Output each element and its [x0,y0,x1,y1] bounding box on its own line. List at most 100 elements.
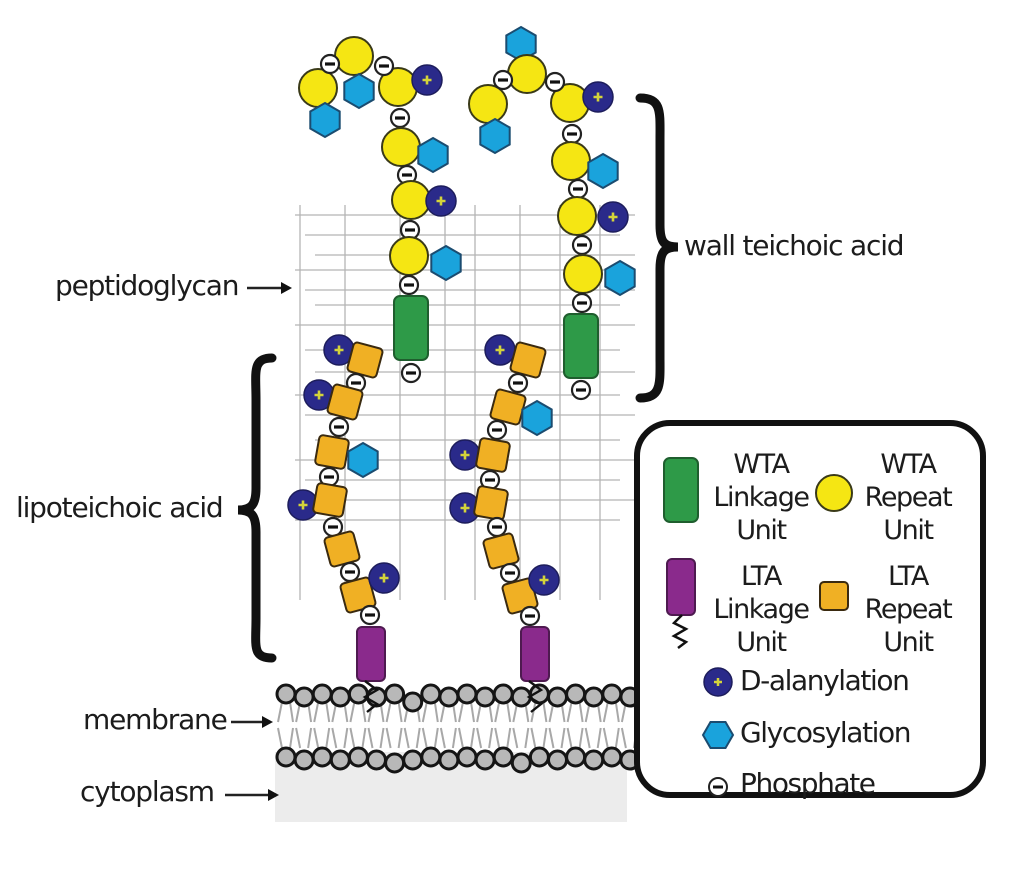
glycosyl [604,260,636,296]
membrane-arrow [231,716,273,728]
wta-linkage-unit [563,313,599,379]
lta-repeat-unit-label: LTA Repeat Unit [858,560,958,659]
d-alanine [367,561,401,595]
phosphate [389,107,411,129]
wta-repeat-unit [507,54,547,94]
lipid-tail [512,727,530,749]
lipid-head [492,683,514,705]
wta-repeat-unit [468,84,508,124]
lipid-tail [277,701,294,723]
lipid-tail [385,727,403,749]
lipid-head [293,686,315,708]
wta-linkage-unit [393,295,429,361]
lipid-tail [566,701,584,723]
d-alanine [596,200,630,234]
lipid-anchor [526,680,544,713]
lipid-tail [476,727,494,749]
lipid-head [601,683,623,705]
d-alanine [527,563,561,597]
lta-repeat-unit [474,436,512,474]
lipid-tail [530,727,548,749]
wta-linkage-line3: Unit [736,515,787,546]
phosphate [499,562,521,584]
phosphate [339,561,361,583]
lipid-head [420,746,442,768]
glycosyl [430,245,462,281]
wta-repeat-unit [557,196,597,236]
lipid-head [601,746,623,768]
lta-repeat-unit [325,382,365,422]
glycosyl [417,137,449,173]
wta-linkage-line2: Linkage [713,482,810,513]
lipid-tail [602,727,620,749]
phosphate [328,416,350,438]
lipid-head [329,686,351,708]
lipid-tail [367,727,385,749]
lipid-tail [494,727,512,749]
phosphate-icon [708,777,728,797]
lta-repeat-unit [322,529,362,569]
phosphate-label: Phosphate [740,767,876,800]
glycosyl [343,73,375,109]
lipid-tail [602,701,620,723]
lta-chain-left [286,333,401,713]
wta-repeat-unit [298,68,338,108]
lipid-tail [295,727,313,749]
d-alanine [581,80,615,114]
lipid-tail [349,701,367,723]
glycosylation-icon [701,721,735,749]
lipid-head [420,683,442,705]
phosphate [486,419,508,441]
d-alanine [424,184,458,218]
glycosyl [521,400,553,436]
lta-repeat-line1: LTA [888,561,929,592]
lipid-tail [277,727,294,749]
lipid-head [402,749,424,771]
phosphate [571,292,593,314]
lta-repeat-unit [472,484,510,522]
lipid-tail [403,727,421,749]
lipid-tail [421,727,439,749]
legend-symbols [663,457,853,797]
lta-linkage-line2: Linkage [713,594,810,625]
lipid-head [474,686,496,708]
wta-repeat-unit [563,254,603,294]
lipid-tail [530,701,548,723]
lipid-head [528,746,550,768]
peptidoglycan-arrow [247,282,292,294]
lipid-head [547,686,568,708]
lta-repeat-unit [508,340,548,380]
phosphate [544,71,566,93]
lipid-anchor [362,680,380,713]
lipid-head [583,686,605,708]
phosphate [398,274,420,296]
lipid-head [275,746,297,768]
membrane-bilayer [275,683,641,774]
lipid-tail [548,727,566,749]
wta-chain-right [468,26,636,401]
phosphate [319,53,341,75]
lipid-head [438,686,460,708]
lipid-tail [494,701,512,723]
lipid-head [384,752,406,774]
peptidoglycan-label: peptidoglycan [55,269,239,302]
lipid-head [384,683,406,705]
glycosylation-label: Glycosylation [740,716,912,749]
phosphate [492,69,514,91]
lta-linkage-line1: LTA [741,561,782,592]
lipoteichoic-acid-label: lipoteichoic acid [16,491,224,524]
d-alanylation-label: D-alanylation [740,664,910,697]
phosphate [571,234,593,256]
phosphate [373,55,395,77]
cytoplasm-label: cytoplasm [80,775,215,808]
phosphate [561,123,583,145]
phosphate [400,362,422,384]
lipid-head [510,752,532,774]
wta-repeat-unit [551,141,591,181]
phosphate [570,379,592,401]
lipid-head [275,683,297,705]
glycosyl [479,118,511,154]
cytoplasm-arrow [225,789,279,801]
glycosyl [347,442,379,478]
